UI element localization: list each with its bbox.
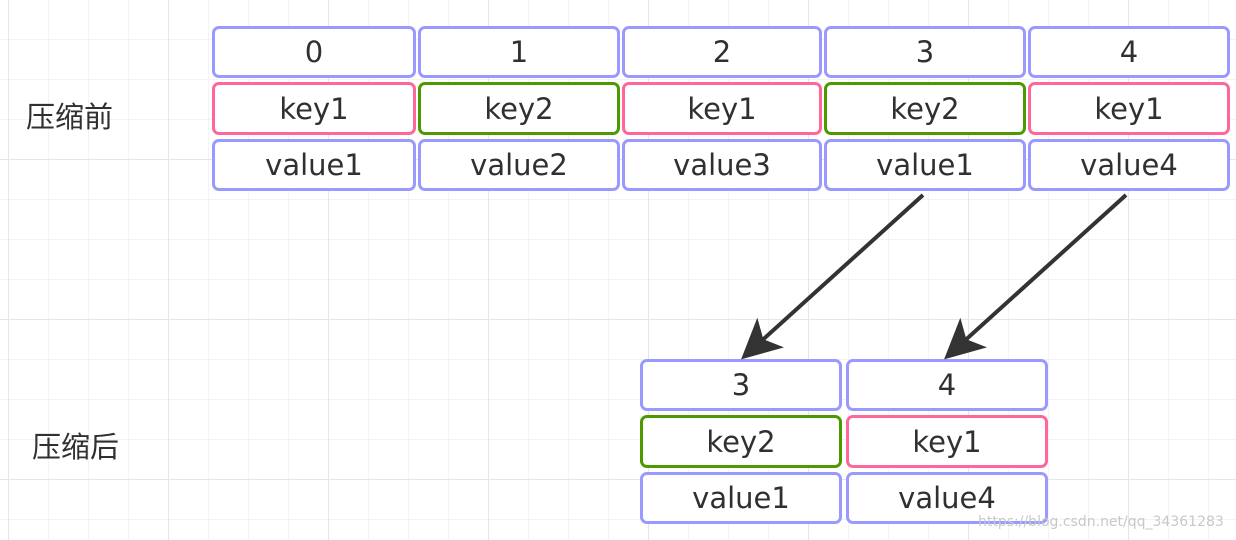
before-index-cell: 0 [212,26,416,78]
after-index-cell: 4 [846,359,1048,411]
after-key-cell: key1 [846,415,1048,468]
before-value-cell: value4 [1028,139,1230,191]
after-index-cell: 3 [640,359,842,411]
after-value-cell: value4 [846,472,1048,524]
before-key-cell: key1 [1028,82,1230,135]
before-key-cell: key2 [824,82,1026,135]
before-index-cell: 3 [824,26,1026,78]
before-key-cell: key1 [622,82,822,135]
before-value-cell: value3 [622,139,822,191]
before-key-cell: key2 [418,82,620,135]
arrow-value1-to-compressed [741,193,925,360]
before-index-cell: 2 [622,26,822,78]
before-value-cell: value1 [212,139,416,191]
watermark: https://blog.csdn.net/qq_34361283 [978,514,1224,530]
label-before-compression: 压缩前 [26,100,114,134]
after-key-cell: key2 [640,415,842,468]
before-index-cell: 1 [418,26,620,78]
after-value-cell: value1 [640,472,842,524]
before-index-cell: 4 [1028,26,1230,78]
before-value-cell: value2 [418,139,620,191]
before-key-cell: key1 [212,82,416,135]
arrow-value4-to-compressed [944,193,1128,360]
label-after-compression: 压缩后 [32,430,120,464]
before-value-cell: value1 [824,139,1026,191]
